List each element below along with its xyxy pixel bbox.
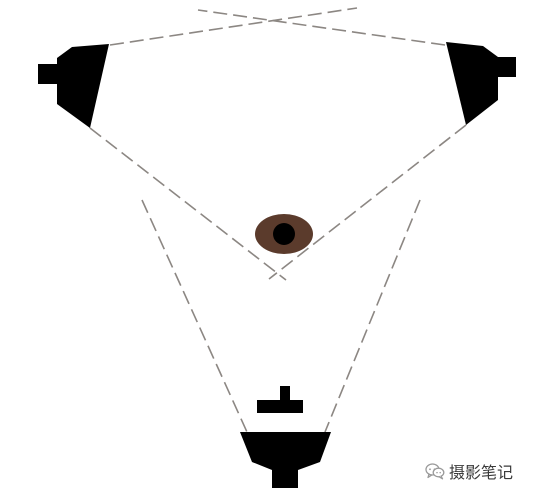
camera-left-beam — [141, 199, 248, 433]
right-light-lower-beam — [268, 124, 467, 280]
camera-top-plate — [257, 400, 303, 413]
beam-lines — [89, 7, 467, 433]
camera-viewfinder — [280, 386, 290, 400]
subject-eye — [255, 214, 313, 254]
camera — [240, 386, 331, 488]
chat-bubbles-icon — [425, 463, 445, 480]
left-light-lower-beam — [89, 127, 287, 281]
camera-body — [240, 432, 331, 488]
watermark-text: 摄影笔记 — [449, 463, 514, 482]
watermark: 摄影笔记 — [425, 459, 513, 483]
subject-pupil — [273, 223, 295, 245]
left-light-mount — [38, 64, 60, 84]
camera-right-beam — [324, 199, 421, 433]
right-light-housing — [446, 42, 498, 125]
right-light-mount — [496, 57, 516, 77]
left-light-housing — [57, 44, 109, 128]
left-light-top-beam — [109, 7, 358, 46]
left-light — [38, 44, 109, 128]
right-light — [446, 42, 516, 125]
right-light-top-beam — [197, 9, 446, 46]
